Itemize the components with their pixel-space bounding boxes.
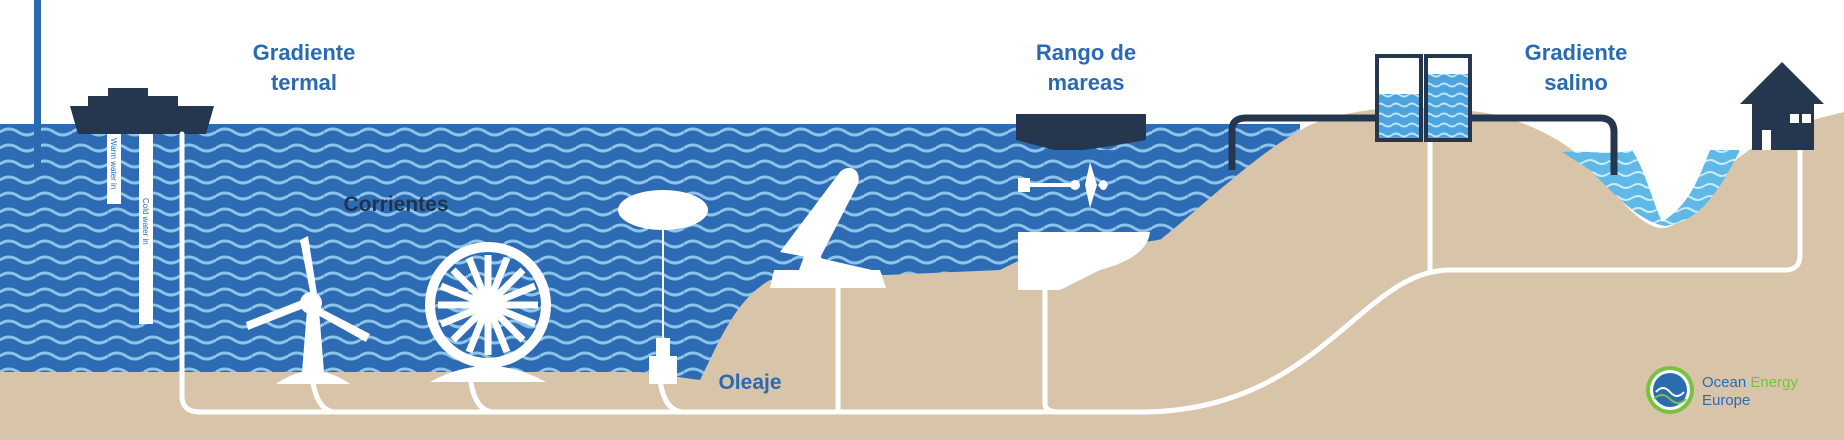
logo-text: Ocean Energy Europe bbox=[1702, 374, 1798, 410]
wave-surge-converter bbox=[770, 168, 886, 288]
water-wheel bbox=[425, 242, 551, 382]
cold-water-pipe bbox=[139, 134, 153, 324]
house bbox=[1740, 62, 1824, 150]
logo-word-energy: Energy bbox=[1750, 374, 1798, 391]
warm-water-text: Warm water in bbox=[109, 138, 118, 189]
salinity-plant bbox=[1228, 54, 1618, 175]
current-turbine bbox=[246, 236, 370, 384]
salinity-pond bbox=[1562, 150, 1740, 226]
cold-water-text: Cold water in bbox=[141, 198, 150, 245]
wave-buoy bbox=[618, 190, 708, 384]
tidal-barrage bbox=[1016, 114, 1150, 290]
logo-word-ocean: Ocean bbox=[1702, 374, 1747, 391]
thermal-pole bbox=[34, 0, 41, 170]
label-waves: Oleaje bbox=[718, 371, 782, 394]
logo-word-europe: Europe bbox=[1702, 392, 1751, 409]
thermal-ship bbox=[70, 88, 214, 134]
label-currents: Corrientes bbox=[343, 193, 449, 216]
seabed bbox=[0, 107, 1844, 440]
logo-globe bbox=[1646, 366, 1694, 414]
warm-water-pipe bbox=[107, 134, 121, 204]
